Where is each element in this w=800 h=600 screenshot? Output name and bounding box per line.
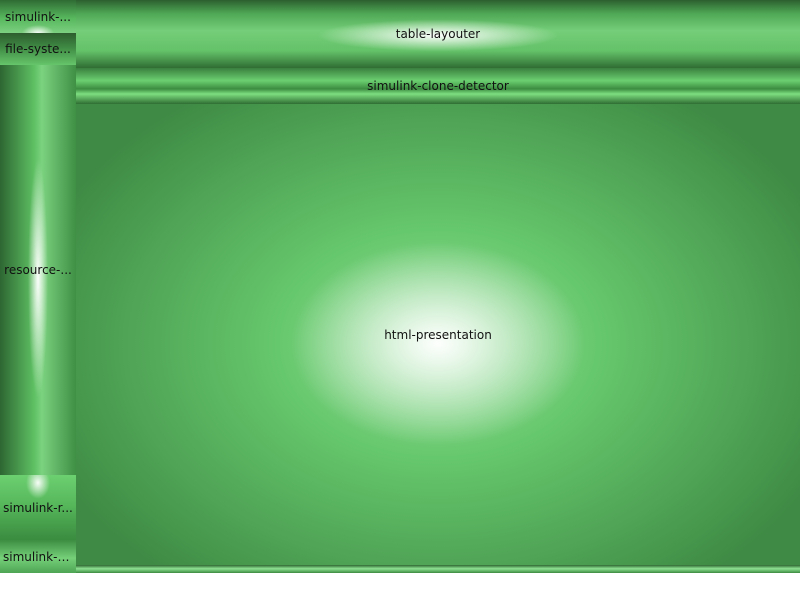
treemap-tile-label: simulink-clone-detector <box>367 79 509 93</box>
treemap-tile-label: simulink-s... <box>3 549 73 564</box>
treemap-tile-label: simulink-... <box>5 9 71 24</box>
treemap-tile-simulink-r[interactable]: simulink-r... <box>0 475 76 540</box>
treemap-tile-file-system[interactable]: file-syste... <box>0 33 76 65</box>
treemap-tile-label: file-syste... <box>5 42 71 56</box>
treemap-tile-label: simulink-r... <box>3 500 73 515</box>
treemap-tile-label: resource-... <box>4 263 72 277</box>
treemap-tile-simulink-s[interactable]: simulink-s... <box>0 540 76 573</box>
treemap-tile-resource[interactable]: resource-... <box>0 65 76 475</box>
treemap-tile-table-layouter[interactable]: table-layouter <box>76 0 800 68</box>
treemap-tile-html-presentation[interactable]: html-presentation <box>76 104 800 565</box>
treemap-tile-bottom-strip[interactable] <box>76 565 800 573</box>
treemap-tile-label: table-layouter <box>395 27 481 41</box>
treemap-tile-clone-detector[interactable]: simulink-clone-detector <box>76 68 800 104</box>
treemap-tile-label: html-presentation <box>384 327 492 342</box>
treemap-tile-simulink-top[interactable]: simulink-... <box>0 0 76 33</box>
